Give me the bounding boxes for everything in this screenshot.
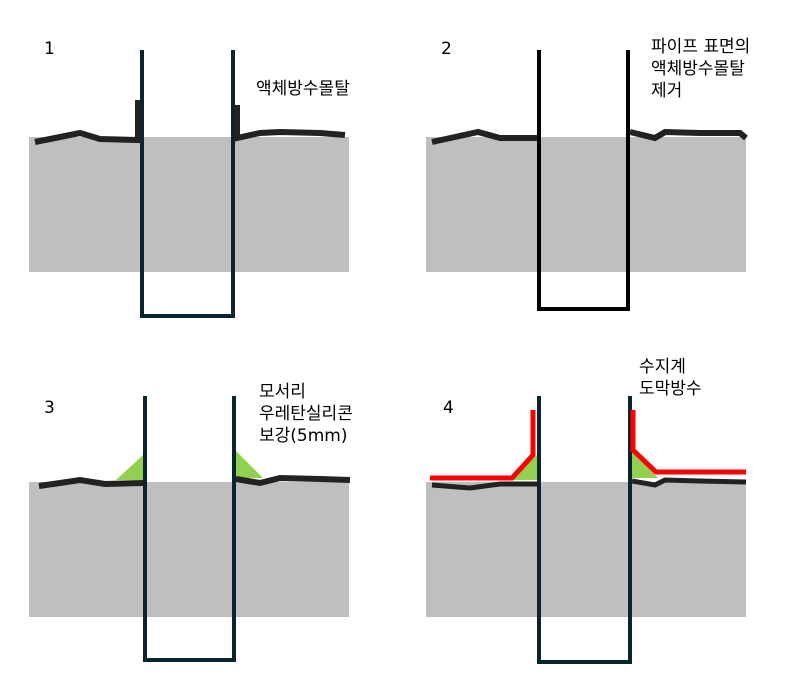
panel-4	[426, 396, 747, 664]
pipe	[143, 396, 236, 662]
sealant-right	[236, 451, 263, 478]
sealant-left	[116, 455, 143, 480]
pipe	[537, 50, 630, 311]
panel-1-number: 1	[44, 39, 55, 59]
membrane-left	[430, 410, 536, 481]
panel-2-label-1: 파이프 표면의	[651, 37, 751, 57]
mortar-surface-right	[234, 105, 346, 142]
panel-1	[29, 50, 349, 318]
mortar-surface-left	[431, 481, 537, 491]
mortar-surface-left	[38, 476, 144, 489]
panel-3-label-2: 우레탄실리콘	[259, 404, 353, 424]
panel-2	[426, 50, 748, 311]
concrete-slab	[426, 137, 746, 272]
concrete-slab	[29, 482, 349, 617]
panel-2-number: 2	[441, 39, 452, 59]
panel-3	[29, 396, 351, 662]
panel-2-label-2: 액체방수몰탈	[651, 59, 745, 79]
mortar-surface-right	[629, 128, 748, 142]
mortar-surface-left	[431, 128, 537, 145]
concrete-slab	[426, 482, 746, 617]
pipe	[537, 396, 632, 664]
panel-4-label-1: 수지계	[639, 357, 686, 377]
mortar-surface-right	[631, 477, 747, 488]
concrete-slab	[29, 137, 349, 272]
panel-3-label-1: 모서리	[259, 382, 306, 402]
panel-3-number: 3	[44, 398, 55, 418]
panel-4-number: 4	[443, 398, 454, 418]
membrane-right	[630, 410, 746, 475]
panel-3-label-3: 보강(5mm)	[259, 426, 348, 446]
panel-1-label: 액체방수몰탈	[256, 79, 350, 99]
pipe	[140, 50, 235, 318]
panel-4-label-2: 도막방수	[639, 379, 702, 399]
panel-2-label-3: 제거	[651, 81, 683, 101]
mortar-surface-left	[34, 100, 141, 145]
mortar-surface-right	[235, 474, 351, 487]
